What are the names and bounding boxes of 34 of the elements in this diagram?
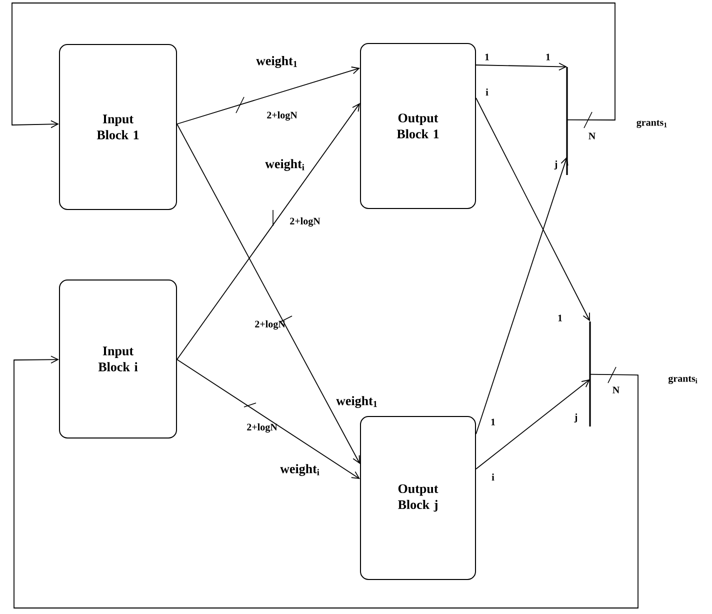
arrow (176, 103, 360, 360)
edge-label: weight$_{1}$ (255, 55, 299, 69)
port-label: 1 (558, 314, 562, 322)
edge-label: weight$_{1}$ (335, 395, 379, 409)
port-label: grants$_{1}$ (636, 120, 667, 128)
edge-label: weight$_{i}$ (264, 158, 306, 172)
port-label: grants$_{i}$ (668, 376, 698, 384)
port-label: j (554, 160, 558, 170)
port-label: i (492, 474, 494, 480)
block-box: Output Block j (360, 416, 476, 580)
port-label: N (612, 386, 620, 394)
bus-width-label: 2+logN (255, 320, 286, 330)
arrow (176, 124, 360, 464)
block-box: Output Block 1 (360, 43, 476, 209)
port-label: j (574, 413, 578, 423)
arrow (176, 359, 360, 479)
bus-width-label: 2+logN (247, 423, 278, 433)
port-label: 1 (546, 54, 550, 60)
port-label: N (588, 132, 596, 140)
arrow (176, 66, 360, 124)
block-box: Input Block i (59, 280, 177, 438)
edge-label: weight$_{i}$ (279, 463, 321, 477)
arrow (476, 156, 568, 434)
arrow (12, 2, 616, 128)
port-label: 1 (491, 418, 495, 426)
port-label: 1 (485, 54, 489, 60)
arrow (14, 356, 638, 608)
block-box: Input Block 1 (59, 44, 177, 210)
bus-width-label: 2+logN (290, 217, 320, 227)
arrow (476, 379, 590, 470)
arrow (476, 98, 590, 322)
arrow (476, 62, 567, 71)
port-label: i (486, 88, 488, 96)
bus-width-label: 2+logN (267, 111, 298, 121)
